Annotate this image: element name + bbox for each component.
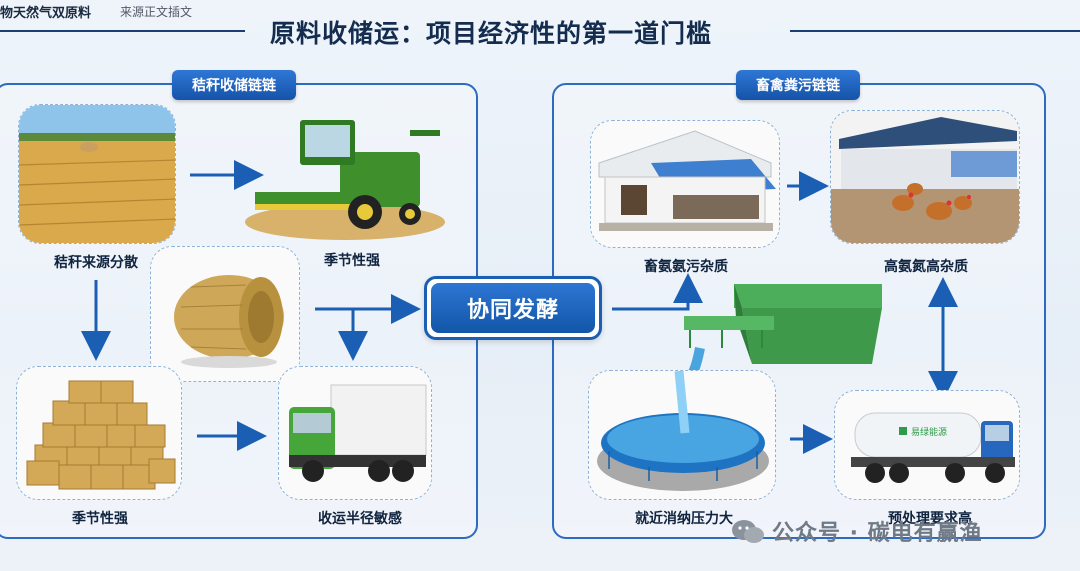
- tanker-brand-text: 易绿能源: [911, 426, 947, 438]
- harvester-image: [245, 112, 445, 242]
- round-bale-image: [150, 246, 300, 382]
- label-seasonal-top: 季节性强: [324, 253, 380, 269]
- label-seasonal-bottom: 季节性强: [72, 511, 128, 527]
- lagoon-pond-image: [588, 370, 776, 500]
- co-fermentation-node: 协同发酵: [424, 276, 602, 340]
- wechat-icon: [732, 520, 764, 543]
- tanker-truck-image: 易绿能源: [834, 390, 1020, 500]
- label-radius: 收运半径敏感: [318, 511, 402, 527]
- label-scattered: 秸秆来源分散: [54, 255, 138, 271]
- livestock-barn-image: [590, 120, 780, 248]
- straw-chain-tag: 秸秆收储链链: [172, 70, 296, 100]
- page-title: 原料收储运：项目经济性的第一道门槛: [270, 19, 713, 48]
- label-disposal: 就近消纳压力大: [635, 511, 733, 527]
- arrow-center-to-manure: [612, 273, 703, 311]
- co-fermentation-label: 协同发酵: [431, 283, 595, 333]
- box-truck-image: [278, 366, 432, 500]
- digester-structure-image: [682, 278, 892, 377]
- manure-chain-tag: 畜禽粪污链链: [736, 70, 860, 100]
- watermark-text: 公众号 · 碳电有赢渔: [772, 521, 983, 546]
- title-rule-right: [790, 30, 1080, 32]
- source-subtitle: 来源正文插文: [120, 5, 193, 19]
- label-pretreat: 预处理要求高: [888, 511, 972, 527]
- title-rule-left: [0, 30, 245, 32]
- square-bales-image: [16, 366, 182, 500]
- label-high-ammonia: 高氨氮高杂质: [884, 259, 968, 275]
- source-tag: 物天然气双原料: [0, 6, 92, 21]
- wheat-field-image: [18, 104, 176, 244]
- poultry-yard-image: [830, 110, 1020, 244]
- label-impurity: 畜氨氨污杂质: [644, 259, 728, 275]
